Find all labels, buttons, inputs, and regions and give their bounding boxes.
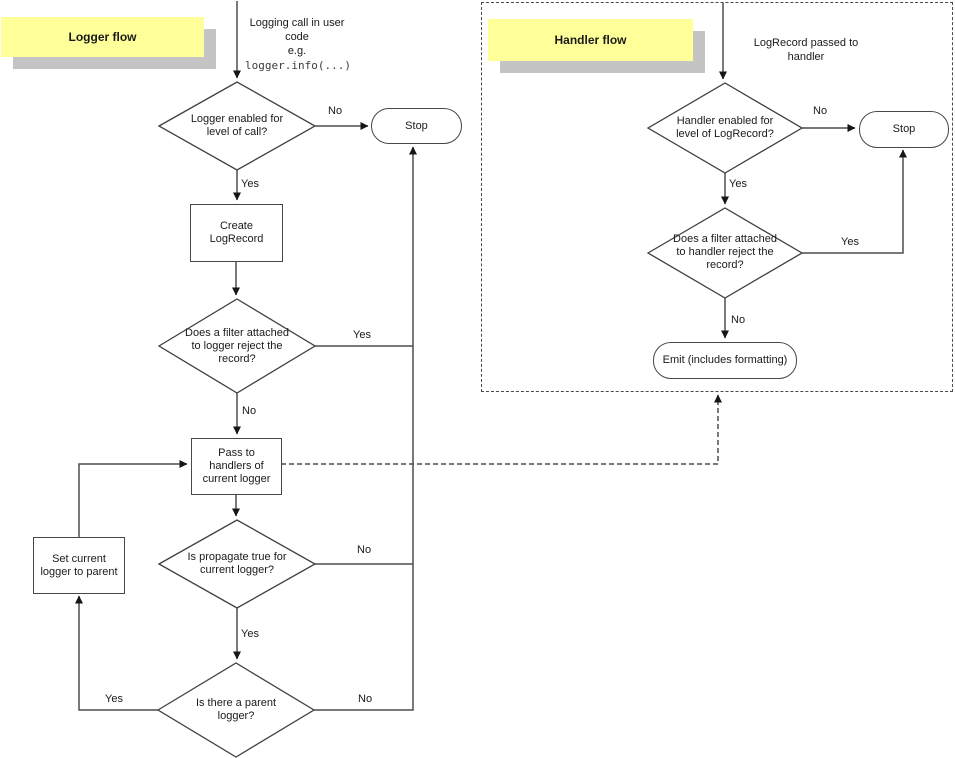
edge-label-parent-no: No	[358, 693, 373, 705]
logger-flow-title: Logger flow	[68, 30, 137, 44]
node-emit: Emit (includes formatting)	[653, 342, 797, 379]
decision-logger-enabled-label: Logger enabled for level of call?	[190, 113, 284, 138]
node-set-current-logger: Set current logger to parent	[33, 537, 125, 594]
edge-set-to-pass	[78, 460, 188, 537]
emit-label: Emit (includes formatting)	[662, 354, 788, 366]
decision-propagate-label: Is propagate true for current logger?	[187, 551, 287, 576]
decision-logger-filter-label: Does a filter attached to logger reject …	[185, 327, 289, 365]
decision-logger-enabled	[157, 81, 317, 171]
node-create-logrecord: Create LogRecord	[190, 204, 283, 262]
edge-label-propagate-no: No	[357, 544, 372, 556]
decision-logger-filter	[157, 298, 317, 394]
set-current-logger-label: Set current logger to parent	[40, 552, 118, 578]
handler-flow-title-note: Handler flow	[488, 19, 693, 61]
handler-entry-annotation: LogRecord passed to handler	[753, 37, 859, 63]
decision-handler-filter	[646, 207, 804, 299]
node-handler-stop: Stop	[859, 111, 949, 148]
edge-label-filter-yes: Yes	[353, 329, 371, 341]
edge-label-enabled-no: No	[328, 105, 343, 117]
logger-flow-title-note: Logger flow	[1, 17, 204, 57]
node-pass-to-handlers: Pass to handlers of current logger	[191, 438, 282, 495]
handler-flow-title: Handler flow	[554, 33, 627, 47]
edge-handler-filter-yes-to-stop	[802, 149, 907, 254]
create-logrecord-label: Create LogRecord	[209, 220, 264, 245]
edge-label-handler-enabled-no: No	[813, 105, 828, 117]
handler-stop-label: Stop	[892, 123, 916, 135]
decision-parent-logger-label: Is there a parent logger?	[195, 697, 277, 722]
decision-propagate	[157, 519, 317, 609]
decision-handler-filter-label: Does a filter attached to handler reject…	[673, 233, 777, 271]
edge-label-enabled-yes: Yes	[241, 178, 259, 190]
edge-label-filter-no: No	[242, 405, 257, 417]
decision-handler-enabled-label: Handler enabled for level of LogRecord?	[676, 115, 774, 140]
edge-label-parent-yes: Yes	[105, 693, 123, 705]
edge-parent-yes-to-set	[75, 595, 158, 711]
decision-handler-enabled	[646, 82, 804, 174]
logger-stop-label: Stop	[405, 119, 428, 132]
pass-to-handlers-label: Pass to handlers of current logger	[202, 447, 271, 485]
logger-entry-code: logger.info(...)	[245, 59, 351, 72]
handler-flow-container	[481, 2, 953, 392]
edge-label-propagate-yes: Yes	[241, 628, 259, 640]
edge-label-handler-filter-no: No	[731, 314, 746, 326]
edge-label-handler-filter-yes: Yes	[841, 236, 859, 248]
edge-parent-no-to-stop	[313, 146, 417, 711]
edge-label-handler-enabled-yes: Yes	[729, 178, 747, 190]
logger-entry-annotation: Logging call in user code e.g.	[249, 17, 345, 57]
node-logger-stop: Stop	[371, 108, 462, 144]
edge-pass-to-handler-flow	[281, 394, 722, 465]
decision-parent-logger	[156, 662, 316, 758]
